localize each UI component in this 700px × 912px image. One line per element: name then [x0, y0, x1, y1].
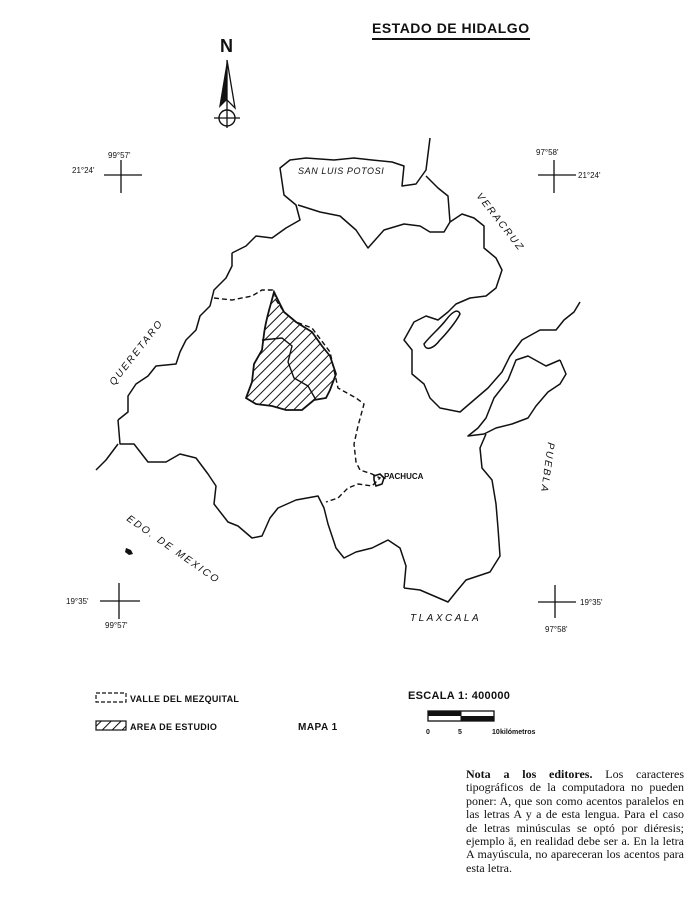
coord-nw-lat: 21°24'	[72, 166, 95, 175]
label-veracruz: VERACRUZ	[474, 191, 526, 254]
coord-sw-lon: 99°57'	[105, 621, 128, 630]
label-san-luis-potosi: SAN LUIS POTOSI	[298, 166, 384, 176]
legend-area-swatch	[95, 720, 127, 731]
scale-unit: kilómetros	[500, 729, 536, 736]
coord-se-lat: 19°35'	[580, 598, 603, 607]
label-tlaxcala: TLAXCALA	[410, 613, 481, 624]
note-body: Los caracteres tipográficos de la comput…	[466, 767, 685, 875]
coord-nw-lon: 99°57'	[108, 151, 131, 160]
editor-note: Nota a los editores. Los caracteres tipo…	[466, 767, 685, 875]
note-heading: Nota a los editores.	[466, 767, 593, 781]
coord-ne-lat: 21°24'	[578, 171, 601, 180]
label-puebla: PUEBLA	[538, 442, 556, 494]
pachuca-marker	[373, 473, 385, 488]
valle-boundary	[213, 289, 382, 503]
map-number-label: MAPA 1	[298, 722, 338, 733]
scale-bar	[427, 710, 495, 722]
mark-icon	[125, 548, 133, 555]
label-queretaro: QUERETARO	[108, 318, 166, 388]
scale-tick-5: 5	[458, 729, 462, 736]
scale-tick-10: 10	[492, 729, 500, 736]
north-label: N	[220, 36, 233, 56]
legend-valle-swatch	[95, 692, 127, 703]
coord-ne-lon: 97°58'	[536, 148, 559, 157]
scale-tick-0: 0	[426, 729, 430, 736]
label-edo-mexico: EDO. DE MEXICO	[124, 513, 222, 586]
map-title: ESTADO DE HIDALGO	[372, 20, 530, 40]
state-border	[95, 137, 581, 603]
coord-sw-lat: 19°35'	[66, 597, 89, 606]
coord-se-lon: 97°58'	[545, 625, 568, 634]
coordinate-crosshairs	[100, 160, 576, 619]
city-pachuca: PACHUCA	[384, 472, 424, 481]
legend-valle-label: VALLE DEL MEZQUITAL	[130, 694, 240, 704]
north-arrow-icon	[214, 59, 240, 128]
legend-area-label: AREA DE ESTUDIO	[130, 722, 218, 732]
scale-label: ESCALA 1: 400000	[408, 690, 511, 702]
